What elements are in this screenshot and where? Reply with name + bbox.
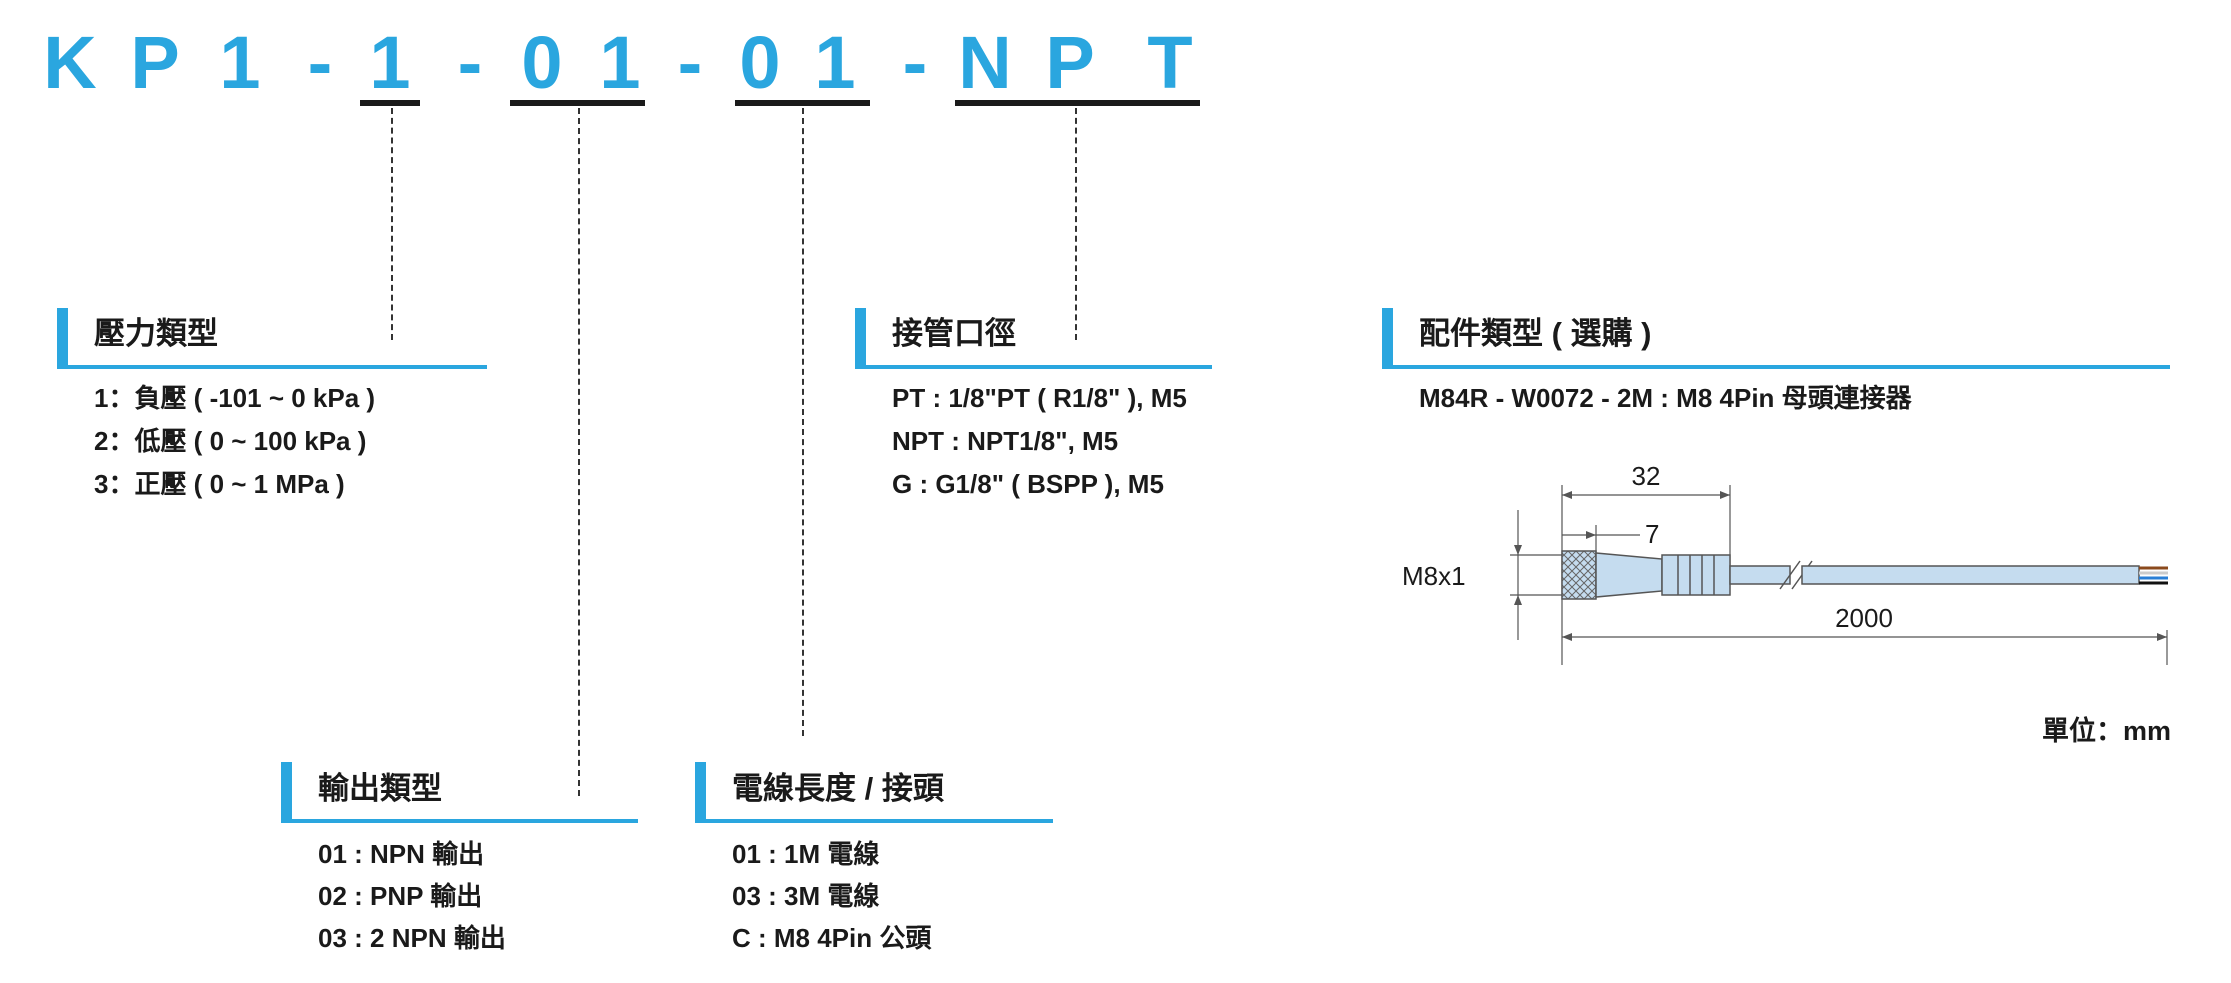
section-accent xyxy=(1382,308,1393,368)
option-item: PT : 1/8"PT ( R1/8" ), M5 xyxy=(892,383,1187,413)
section-accent xyxy=(281,762,292,822)
dimension-label-thread: M8x1 xyxy=(1402,561,1466,591)
option-item: M84R - W0072 - 2M : M8 4Pin 母頭連接器 xyxy=(1419,383,1912,413)
section-title: 配件類型 ( 選購 ) xyxy=(1419,316,1652,351)
leader-line-cable xyxy=(802,108,804,736)
section-underline xyxy=(1382,365,2170,369)
selector-bar-cable xyxy=(735,100,870,106)
option-item: G : G1/8" ( BSPP ), M5 xyxy=(892,469,1164,499)
model-char: - xyxy=(457,21,483,104)
option-item: 2：低壓 ( 0 ~ 100 kPa ) xyxy=(94,426,367,456)
dimension-label-2000: 2000 xyxy=(1835,603,1893,633)
cable xyxy=(1801,565,2140,585)
model-char: 0 xyxy=(521,21,563,104)
selector-bar-port xyxy=(955,100,1200,106)
cable xyxy=(1729,565,1791,585)
option-item: 02 : PNP 輸出 xyxy=(318,881,483,911)
unit-label: 單位：mm xyxy=(2042,716,2172,746)
break-mark xyxy=(1779,560,1801,590)
leader-line-port xyxy=(1075,108,1077,340)
section-title: 輸出類型 xyxy=(318,771,442,806)
arrowhead xyxy=(1586,531,1596,539)
model-char: - xyxy=(677,21,703,104)
model-char: P xyxy=(1045,21,1095,104)
section-title: 壓力類型 xyxy=(94,316,218,351)
strain-relief xyxy=(1661,554,1731,596)
leader-line-pressure xyxy=(391,108,393,340)
option-item: 03 : 3M 電線 xyxy=(732,881,880,911)
model-char: N xyxy=(958,21,1012,104)
model-char: 1 xyxy=(814,21,856,104)
section-accent xyxy=(57,308,68,368)
section-accent xyxy=(855,308,866,368)
option-item: 01 : 1M 電線 xyxy=(732,839,880,869)
dimension-label-7: 7 xyxy=(1645,519,1659,549)
connector-drawing: 32 7 M8x1 2000 xyxy=(1402,461,2168,665)
option-item: C : M8 4Pin 公頭 xyxy=(732,923,932,953)
section-title: 電線長度 / 接頭 xyxy=(732,771,944,806)
section-accent xyxy=(695,762,706,822)
model-char: - xyxy=(307,21,333,104)
model-char: P xyxy=(130,21,180,104)
model-char: K xyxy=(43,21,97,104)
model-char: 1 xyxy=(599,21,641,104)
model-char: 0 xyxy=(739,21,781,104)
model-char: - xyxy=(902,21,928,104)
model-char: 1 xyxy=(369,21,411,104)
section-underline xyxy=(57,365,487,369)
option-item: 03 : 2 NPN 輸出 xyxy=(318,923,506,953)
selector-bar-output xyxy=(510,100,645,106)
section-title: 接管口徑 xyxy=(892,316,1016,351)
option-item: NPT : NPT1/8", M5 xyxy=(892,426,1119,456)
model-char: T xyxy=(1147,21,1193,104)
option-item: 3：正壓 ( 0 ~ 1 MPa ) xyxy=(94,469,345,499)
option-item: 01 : NPN 輸出 xyxy=(318,839,485,869)
leader-line-output xyxy=(578,108,580,796)
connector-body xyxy=(1595,552,1663,598)
option-item: 1：負壓 ( -101 ~ 0 kPa ) xyxy=(94,383,376,413)
model-char: 1 xyxy=(219,21,261,104)
selector-bar-pressure xyxy=(360,100,420,106)
knurled-nut xyxy=(1561,550,1597,600)
section-underline xyxy=(855,365,1212,369)
section-underline xyxy=(695,819,1053,823)
dimension-label-32: 32 xyxy=(1632,461,1661,491)
section-underline xyxy=(281,819,638,823)
